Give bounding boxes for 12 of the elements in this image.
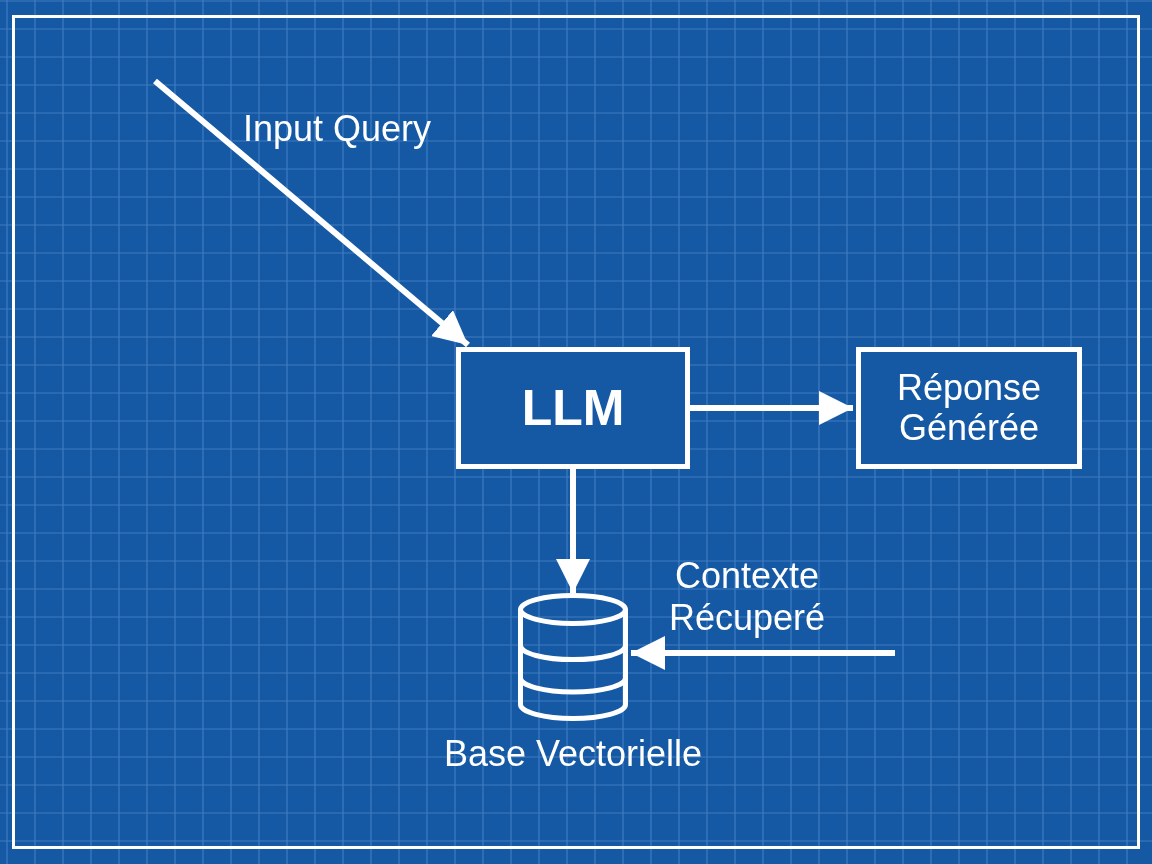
edge-label: Input Query xyxy=(243,108,433,150)
output-box xyxy=(856,347,1082,469)
arrow xyxy=(556,469,590,593)
edge-label: Contexte Récuperé xyxy=(667,555,827,639)
process-box xyxy=(456,347,690,469)
arrow xyxy=(153,78,470,348)
arrow xyxy=(631,636,895,670)
arrow xyxy=(690,391,853,425)
node-label: LLM xyxy=(521,379,625,437)
node-caption: Base Vectorielle xyxy=(442,733,704,775)
node-label: Réponse Générée xyxy=(895,368,1043,448)
database-cylinder xyxy=(518,593,628,721)
